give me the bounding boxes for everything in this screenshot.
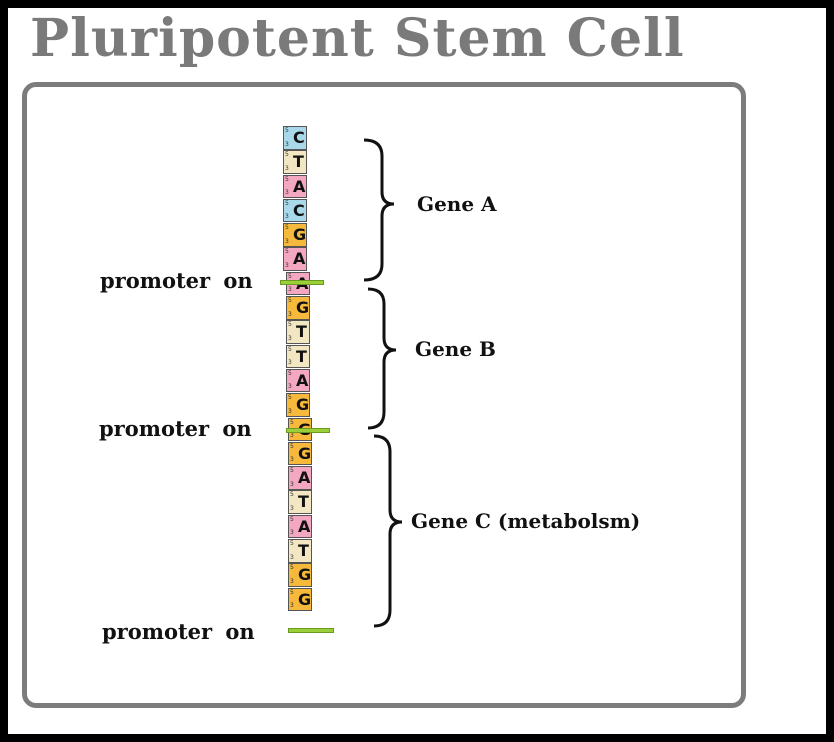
promoter-bar-3 — [288, 628, 334, 633]
promoter-bar-1 — [280, 280, 324, 285]
base-letter: G — [293, 225, 307, 245]
base-letter: T — [296, 346, 307, 366]
five-prime-mark: 5 — [290, 491, 294, 499]
three-prime-mark: 3 — [288, 286, 292, 294]
three-prime-mark: 3 — [290, 480, 294, 488]
five-prime-mark: 5 — [288, 321, 292, 329]
three-prime-mark: 3 — [285, 140, 289, 148]
three-prime-mark: 3 — [290, 456, 294, 464]
promoter-state: on — [223, 268, 253, 293]
page-title: Pluripotent Stem Cell — [30, 8, 685, 69]
three-prime-mark: 3 — [285, 213, 289, 221]
three-prime-mark: 3 — [288, 407, 292, 415]
gene-a-brace — [363, 138, 395, 282]
three-prime-mark: 3 — [285, 237, 289, 245]
five-prime-mark: 5 — [288, 394, 292, 402]
diagram-panel — [22, 82, 746, 708]
three-prime-mark: 3 — [288, 383, 292, 391]
five-prime-mark: 5 — [290, 418, 294, 426]
three-prime-mark: 3 — [288, 359, 292, 367]
base-letter: A — [293, 249, 306, 269]
base-letter: T — [293, 152, 304, 172]
five-prime-mark: 5 — [290, 540, 294, 548]
promoter-word: promoter — [102, 619, 213, 644]
gene-label-c: Gene C (metabolsm) — [411, 509, 641, 533]
diagram-canvas — [8, 8, 826, 734]
five-prime-mark: 5 — [288, 297, 292, 305]
gene-c-brace — [373, 434, 403, 628]
three-prime-mark: 3 — [285, 189, 289, 197]
five-prime-mark: 5 — [285, 175, 289, 183]
three-prime-mark: 3 — [288, 310, 292, 318]
three-prime-mark: 3 — [290, 504, 294, 512]
five-prime-mark: 5 — [288, 369, 292, 377]
five-prime-mark: 5 — [285, 127, 289, 134]
base-letter: T — [296, 322, 307, 342]
base-letter: G — [298, 443, 312, 463]
base-letter: T — [298, 492, 309, 512]
base-letter: C — [293, 200, 305, 220]
five-prime-mark: 5 — [288, 272, 292, 280]
five-prime-mark: 5 — [285, 151, 289, 159]
five-prime-mark: 5 — [288, 345, 292, 353]
base-letter: A — [298, 516, 311, 536]
five-prime-mark: 5 — [290, 442, 294, 450]
base-letter: G — [296, 298, 310, 318]
base-letter: C — [293, 128, 305, 147]
promoter-bar-2 — [286, 428, 330, 433]
five-prime-mark: 5 — [285, 224, 289, 232]
three-prime-mark: 3 — [290, 602, 294, 610]
promoter-label-3: promoter on — [102, 619, 255, 644]
base-letter: A — [296, 370, 309, 390]
promoter-label-2: promoter on — [99, 416, 252, 441]
promoter-state: on — [222, 416, 252, 441]
base-letter: G — [298, 565, 312, 585]
three-prime-mark: 3 — [290, 432, 294, 440]
five-prime-mark: 5 — [290, 515, 294, 523]
three-prime-mark: 3 — [288, 334, 292, 342]
five-prime-mark: 5 — [285, 199, 289, 207]
three-prime-mark: 3 — [290, 529, 294, 537]
five-prime-mark: 5 — [290, 564, 294, 572]
five-prime-mark: 5 — [290, 588, 294, 596]
gene-b-brace — [367, 287, 397, 430]
base-letter: G — [296, 395, 310, 415]
five-prime-mark: 5 — [285, 248, 289, 256]
three-prime-mark: 3 — [285, 164, 289, 172]
three-prime-mark: 3 — [285, 261, 289, 269]
gene-label-a: Gene A — [417, 192, 497, 216]
gene-label-b: Gene B — [415, 337, 496, 361]
five-prime-mark: 5 — [290, 467, 294, 475]
base-letter: G — [298, 589, 312, 609]
three-prime-mark: 3 — [290, 553, 294, 561]
base-letter: A — [293, 176, 306, 196]
base-letter: A — [298, 468, 311, 488]
promoter-word: promoter — [100, 268, 211, 293]
promoter-word: promoter — [99, 416, 210, 441]
three-prime-mark: 3 — [290, 577, 294, 585]
base-letter: T — [298, 541, 309, 561]
promoter-state: on — [225, 619, 255, 644]
promoter-label-1: promoter on — [100, 268, 253, 293]
